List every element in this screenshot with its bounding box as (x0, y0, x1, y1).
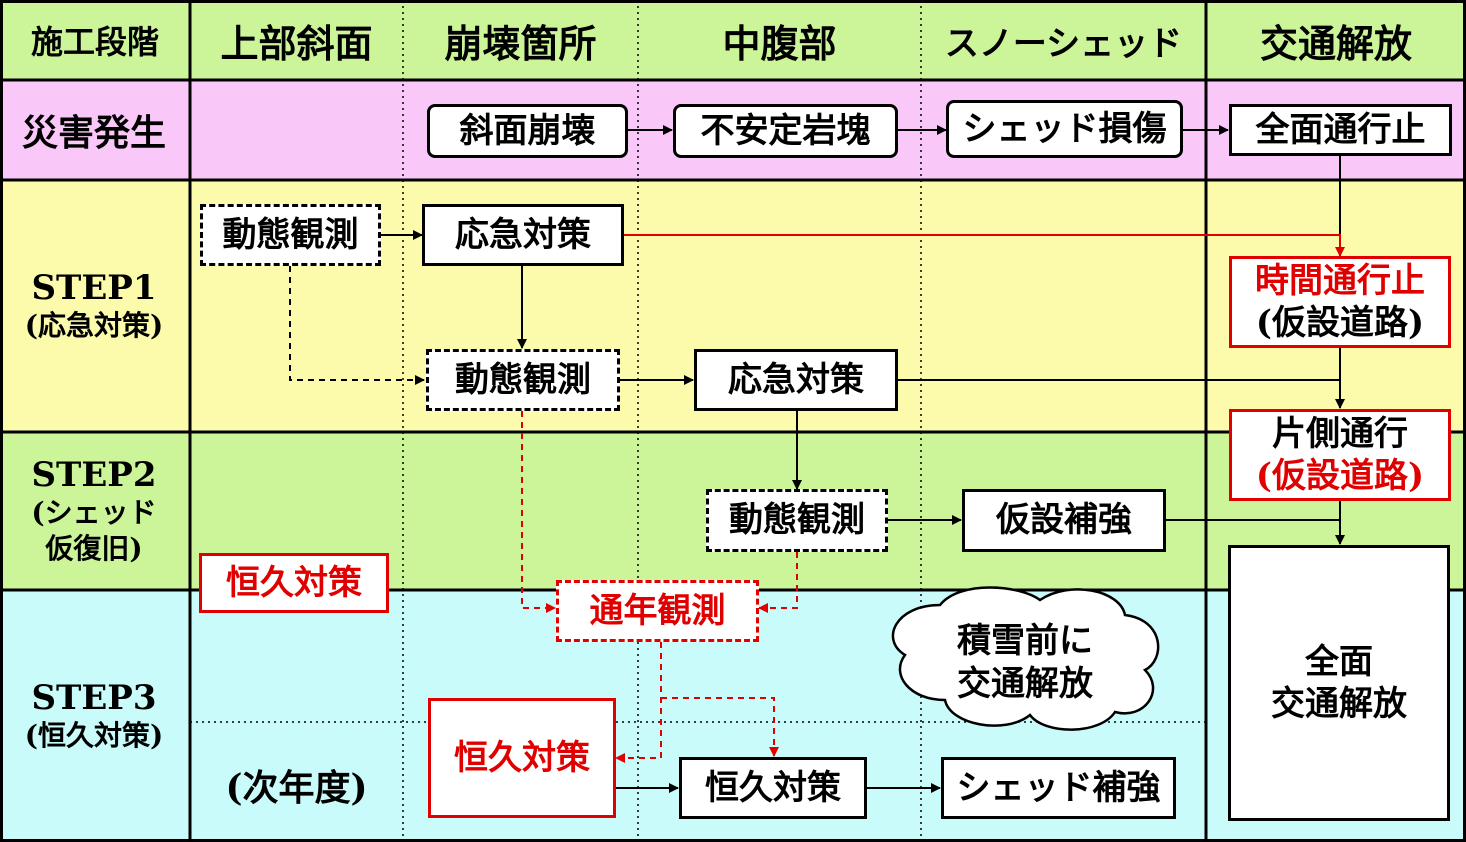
permanent-measure-collapse-box: 恒久対策 (428, 698, 616, 818)
dynamic-observation-1-box: 動態観測 (200, 204, 381, 266)
row-label-step1: STEP1 (応急対策) (0, 180, 188, 432)
row-label-disaster: 災害発生 (0, 80, 188, 180)
emergency-measure-1-box: 応急対策 (422, 204, 624, 266)
temporary-reinforcement-box: 仮設補強 (962, 489, 1166, 552)
cloud-shape (891, 586, 1160, 731)
header-mid-slope: 中腹部 (722, 20, 837, 66)
yearly-observation-box: 通年観測 (556, 580, 759, 642)
full-closure-box: 全面通行止 (1229, 104, 1452, 156)
dynamic-observation-3-box: 動態観測 (706, 489, 888, 552)
step2-title: STEP2 (31, 454, 157, 495)
step3-sub: (恒久対策) (24, 718, 164, 752)
permanent-measure-upper-box: 恒久対策 (199, 553, 389, 613)
header-band (0, 0, 1466, 80)
header-upper-slope: 上部斜面 (220, 20, 373, 66)
cloud-text: 積雪前に 交通解放 (905, 600, 1145, 725)
header-traffic-release: 交通解放 (1259, 20, 1412, 66)
timed-closure-line2: (仮設道路) (1255, 303, 1425, 343)
permanent-measure-mid-box: 恒久対策 (679, 757, 867, 819)
one-side-line2: (仮設道路) (1255, 456, 1425, 496)
one-side-line1: 片側通行 (1272, 413, 1408, 454)
header-collapse-site: 崩壊箇所 (444, 20, 597, 66)
dynamic-observation-2-box: 動態観測 (426, 349, 620, 411)
unstable-rock-box: 不安定岩塊 (673, 104, 898, 158)
timed-closure-line1: 時間通行止 (1255, 260, 1425, 301)
header-snow-shed: スノーシェッド (944, 23, 1183, 64)
one-side-traffic-box: 片側通行 (仮設道路) (1229, 409, 1451, 501)
step1-title: STEP1 (31, 267, 157, 308)
step2-sub2: 仮復旧) (45, 532, 143, 565)
cloud-line1: 積雪前に (957, 621, 1093, 661)
shed-reinforcement-box: シェッド補強 (941, 757, 1176, 819)
shed-damage-box: シェッド損傷 (946, 100, 1183, 158)
row-label-disaster-text: 災害発生 (21, 112, 166, 154)
step2-sub1: (シェッド (31, 495, 157, 529)
full-open-line2: 交通解放 (1271, 684, 1407, 724)
row-label-step2: STEP2 (シェッド 仮復旧) (0, 432, 188, 590)
header-construction-stage: 施工段階 (30, 23, 159, 61)
slope-collapse-box: 斜面崩壊 (427, 104, 628, 158)
next-year-label: (次年度) (225, 767, 368, 809)
emergency-measure-2-box: 応急対策 (694, 349, 898, 411)
row-label-step3: STEP3 (恒久対策) (0, 590, 188, 842)
timed-closure-box: 時間通行止 (仮設道路) (1229, 256, 1451, 348)
cloud-line2: 交通解放 (957, 663, 1093, 704)
full-open-line1: 全面 (1305, 641, 1373, 682)
step3-title: STEP3 (31, 677, 157, 718)
step1-sub: (応急対策) (24, 308, 164, 342)
full-traffic-release-box: 全面 交通解放 (1228, 545, 1450, 821)
